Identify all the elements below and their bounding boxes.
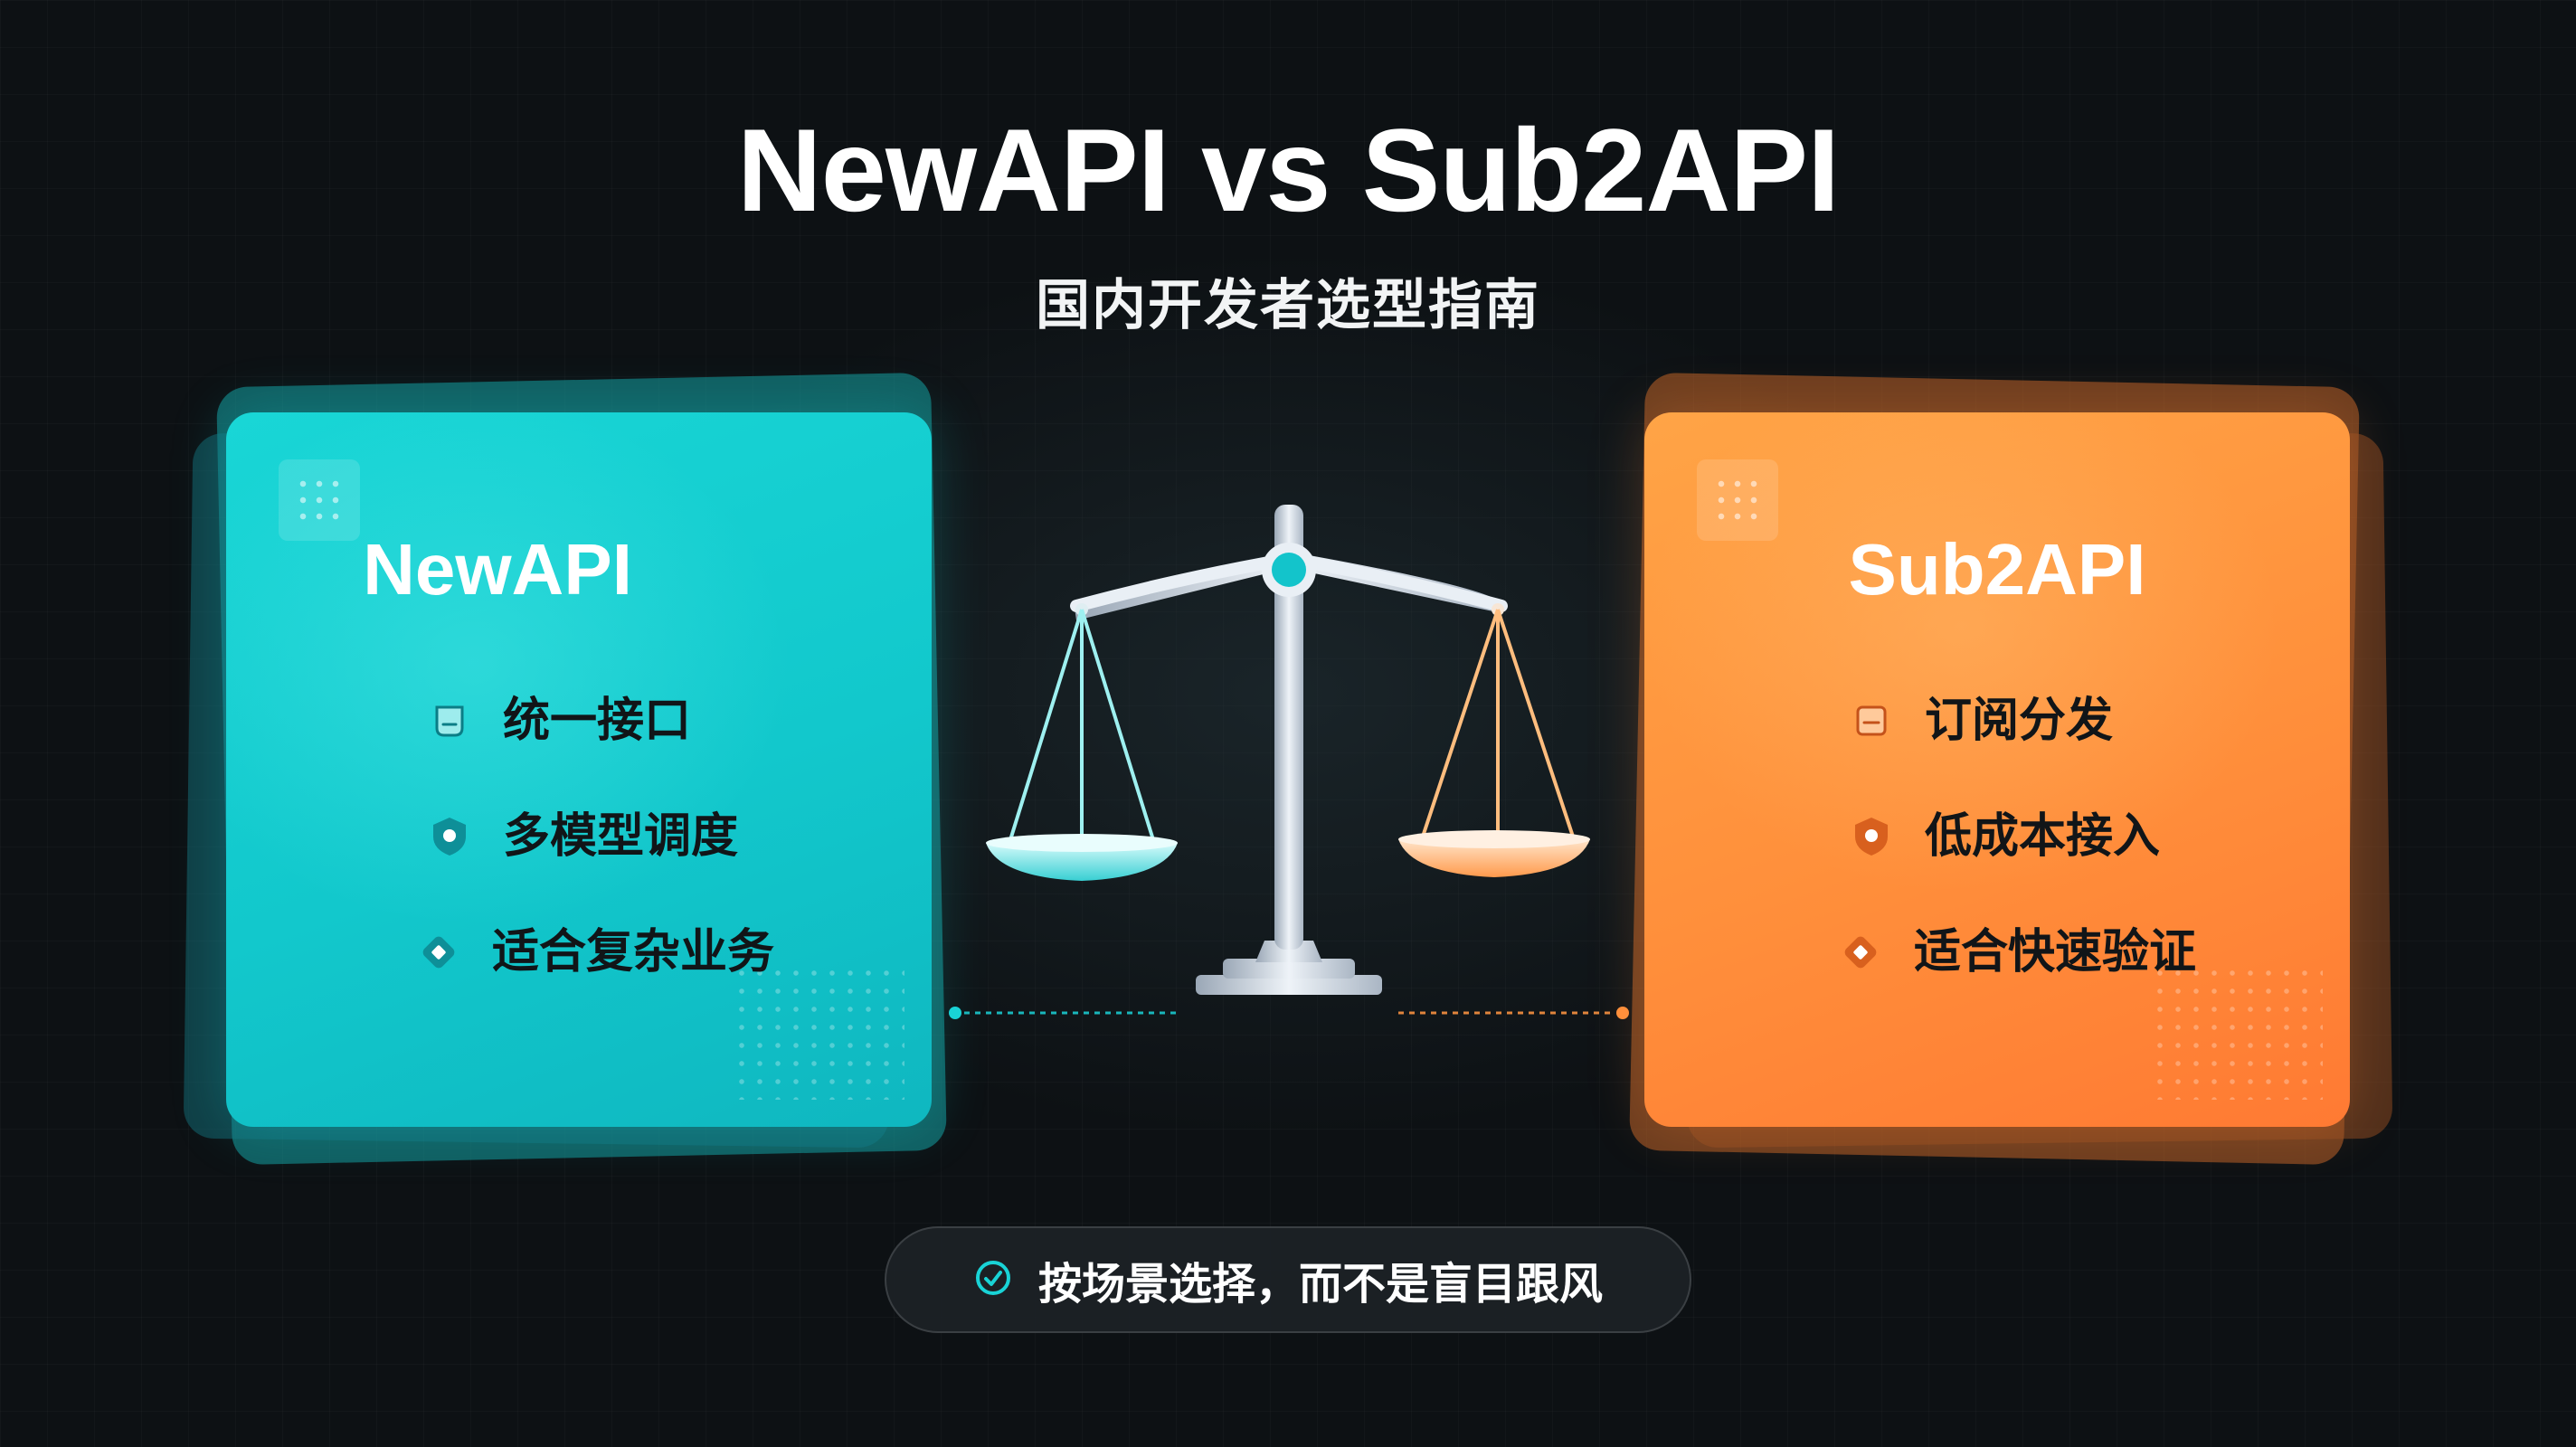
- connector-line: [948, 1006, 1179, 1020]
- newapi-card-face: NewAPI 统一接口 多模型调度: [226, 412, 932, 1127]
- feature-item: 统一接口: [427, 689, 691, 752]
- page-title: NewAPI vs Sub2API: [736, 104, 1840, 236]
- feature-label: 低成本接入: [1925, 809, 2161, 864]
- balance-scale-icon: [959, 488, 1628, 1049]
- shield-icon: [427, 814, 472, 859]
- sub2api-card-face: Sub2API 订阅分发 低成本接入: [1644, 412, 2350, 1127]
- diamond-icon: [1838, 930, 1883, 975]
- footer-callout: 按场景选择，而不是盲目跟风: [885, 1226, 1691, 1333]
- feature-item: 适合复杂业务: [416, 921, 774, 984]
- feature-label: 统一接口: [503, 694, 692, 748]
- shield-icon: [1849, 814, 1894, 859]
- connector-line: [1398, 1006, 1630, 1020]
- feature-label: 适合复杂业务: [492, 925, 775, 979]
- feature-label: 多模型调度: [503, 809, 739, 864]
- feature-label: 适合快速验证: [1914, 925, 2197, 979]
- diamond-icon: [416, 930, 461, 975]
- feature-item: 适合快速验证: [1838, 921, 2196, 984]
- interface-icon: [427, 698, 472, 743]
- page-subtitle: 国内开发者选型指南: [1036, 274, 1540, 337]
- dot-pattern: [733, 964, 904, 1100]
- feature-label: 订阅分发: [1925, 694, 2114, 748]
- dot-pattern: [2151, 964, 2323, 1100]
- feature-item: 低成本接入: [1849, 805, 2160, 868]
- feature-item: 多模型调度: [427, 805, 738, 868]
- sub2api-card: Sub2API 订阅分发 低成本接入: [1617, 372, 2395, 1176]
- feature-item: 订阅分发: [1849, 689, 2113, 752]
- newapi-card: NewAPI 统一接口 多模型调度: [181, 372, 959, 1176]
- subscription-icon: [1849, 698, 1894, 743]
- card-title: Sub2API: [1848, 529, 2146, 610]
- grid-decoration-icon: [279, 459, 360, 541]
- footer-label: 按场景选择，而不是盲目跟风: [1037, 1259, 1603, 1310]
- check-circle-icon: [973, 1258, 1013, 1301]
- grid-decoration-icon: [1697, 459, 1778, 541]
- card-title: NewAPI: [363, 529, 632, 610]
